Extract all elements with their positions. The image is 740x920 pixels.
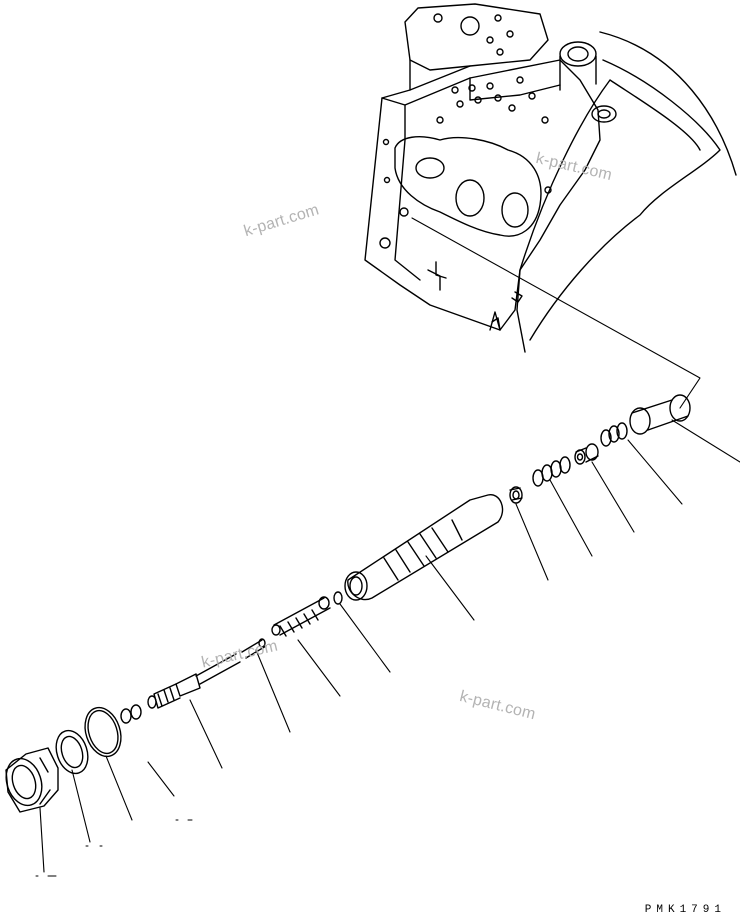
leader-o-ring-large: [105, 755, 133, 821]
part-pin: [241, 638, 267, 659]
part-rings: [600, 422, 628, 447]
part-o-ring-small: [333, 591, 343, 605]
part-spring-and-rings: [120, 704, 142, 724]
housing-bolt-hole: [496, 48, 504, 56]
leader-cap: [515, 503, 549, 581]
part-washer: [55, 729, 89, 775]
housing-bolt-hole: [433, 13, 443, 23]
leader-spring-and-rings: [147, 761, 175, 797]
part-sleeve-nut: [5, 747, 59, 813]
housing-body: [364, 59, 601, 331]
flange-inner-arc: [516, 79, 701, 353]
part-spool: [344, 494, 504, 601]
leader-threaded-stem: [297, 639, 341, 697]
leader-o-ring-small: [339, 603, 391, 673]
port-oval-center: [455, 179, 485, 217]
housing-tab: [491, 317, 501, 331]
housing-bolt-hole: [383, 176, 391, 184]
housing-right-boss-top: [559, 41, 597, 67]
part-spring: [532, 456, 571, 487]
housing-boss-hole: [460, 16, 480, 36]
leader-rings: [627, 439, 683, 505]
flange-edge: [529, 59, 721, 341]
port-oval-right: [501, 192, 529, 228]
leader-spring: [549, 479, 593, 557]
housing-edge: [409, 65, 471, 91]
housing-bolt-hole: [506, 30, 514, 38]
housing-slot: [427, 269, 441, 291]
part-valve-seat: [574, 443, 599, 465]
port-bolt-hole: [399, 207, 409, 217]
housing-right-boss-side: [559, 55, 597, 91]
flange-outer-arc: [599, 31, 737, 176]
part-threaded-stem: [271, 596, 331, 637]
housing-face: [381, 97, 421, 281]
flange-lip: [511, 291, 523, 303]
item-number-marks: [35, 819, 193, 877]
leader-washer: [71, 769, 91, 843]
leader-pin: [255, 649, 291, 733]
housing-edge: [469, 77, 561, 101]
housing-assembly: [364, 3, 737, 353]
housing-bolt-hole: [494, 14, 502, 22]
callout-leader-housing: [411, 217, 701, 409]
leader-valve-seat: [591, 461, 635, 533]
leader-spool: [425, 555, 475, 621]
part-o-ring-large: [84, 706, 122, 758]
housing-side-port: [591, 105, 617, 123]
port-oval-left: [415, 157, 445, 179]
leader-shaft: [189, 699, 223, 769]
part-shaft: [147, 653, 241, 709]
callout-leaders: [39, 419, 740, 873]
port-plate: [394, 136, 542, 237]
housing-slot: [435, 261, 447, 279]
housing-bolt-hole: [379, 237, 391, 249]
housing-top-boss: [404, 3, 549, 71]
exploded-parts: [5, 394, 691, 813]
housing-hole-grid: [436, 76, 549, 124]
housing-bolt-hole: [486, 36, 494, 44]
drawing-code: PMK1791: [644, 904, 726, 916]
housing-right-boss-bore: [567, 46, 589, 62]
part-cap: [509, 486, 523, 504]
leader-cylinder-sleeve: [671, 419, 740, 463]
part-cylinder-sleeve: [629, 394, 691, 435]
housing-bolt-hole: [382, 138, 390, 146]
housing-side-port-bore: [597, 109, 611, 119]
leader-sleeve-nut: [39, 807, 45, 873]
